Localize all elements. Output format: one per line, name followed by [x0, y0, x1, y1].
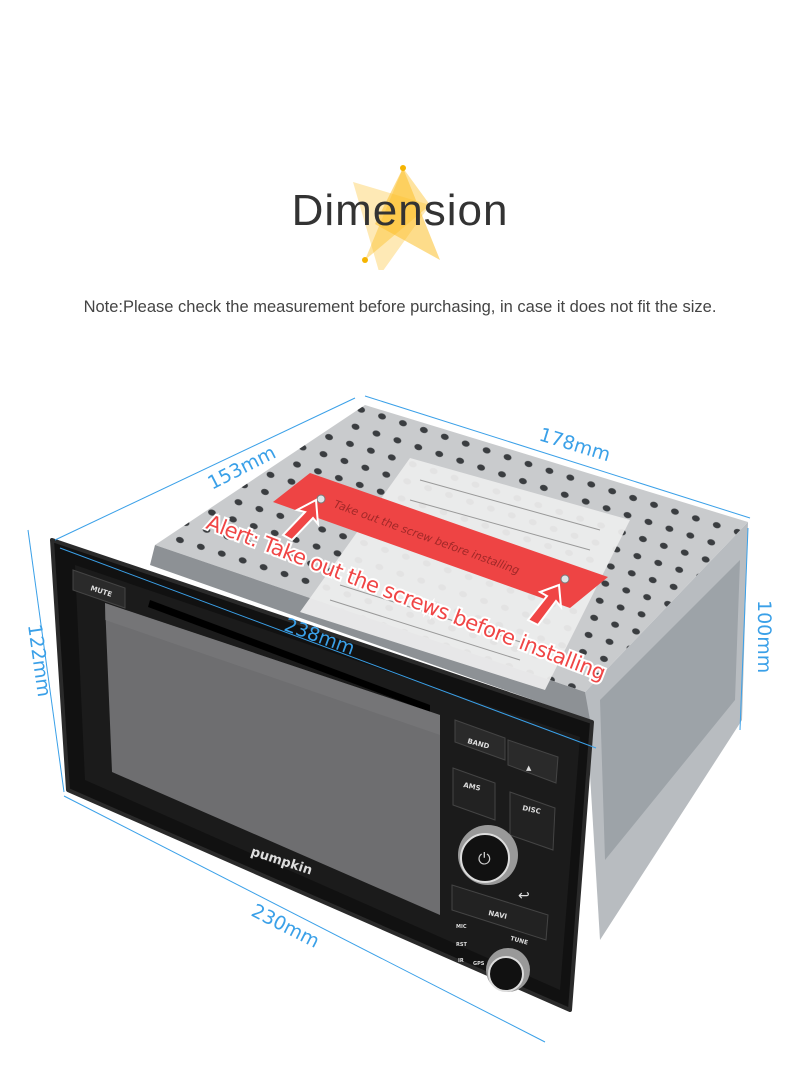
front-panel: MUTE BAND ▲ AMS DISC ⏻ ↩ NAVI MIC RST: [50, 538, 594, 1012]
top-width-dimension-label: 178mm: [537, 424, 614, 466]
chassis-height-dimension-label: 100mm: [753, 600, 775, 673]
disc-button[interactable]: DISC: [509, 791, 556, 851]
eject-icon: ▲: [526, 764, 532, 772]
button-label: NAVI: [488, 909, 508, 921]
chassis: Take out the screw before installing: [150, 405, 748, 940]
front-height-dimension-label: 122mm: [23, 623, 55, 699]
mic-label: MIC: [456, 924, 467, 930]
button-label: AMS: [463, 781, 482, 792]
screw-icon: [560, 574, 570, 584]
ir-label: IR: [458, 958, 464, 964]
front-bottom-width-dimension-label: 230mm: [248, 900, 323, 953]
screw-icon: [316, 494, 326, 504]
band-button[interactable]: BAND: [454, 719, 506, 761]
star-logo-icon: [353, 165, 440, 270]
arrow-icon: [281, 498, 563, 627]
back-icon[interactable]: ↩: [518, 887, 530, 903]
rst-button[interactable]: RST: [456, 942, 467, 948]
mute-button[interactable]: MUTE: [72, 569, 126, 609]
navi-button[interactable]: NAVI: [451, 884, 549, 941]
button-label: DISC: [522, 804, 542, 816]
cd-slot: [148, 600, 430, 712]
measurement-note: Note:Please check the measurement before…: [83, 298, 717, 316]
screen: [105, 603, 440, 915]
page-title: Dimension: [291, 186, 509, 235]
power-volume-knob[interactable]: ⏻: [458, 825, 518, 885]
tune-knob[interactable]: [486, 948, 530, 992]
gps-port-label: GPS: [473, 961, 485, 967]
ams-button[interactable]: AMS: [452, 767, 496, 821]
tune-label: TUNE: [509, 935, 528, 946]
power-icon: ⏻: [478, 851, 491, 868]
eject-button[interactable]: ▲: [507, 739, 559, 784]
warning-sticker: [273, 473, 608, 608]
dimension-lines: [27, 395, 751, 1043]
